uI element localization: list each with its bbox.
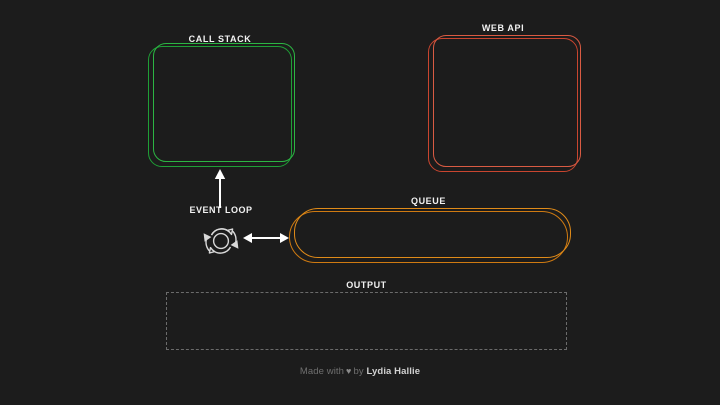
footer-credit: Made with♥by Lydia Hallie [0,367,720,377]
output-title: OUTPUT [346,280,387,290]
web-api-title: WEB API [481,23,525,33]
call-stack-panel [148,43,295,167]
footer-connector: by [353,366,364,377]
queue-title: QUEUE [410,196,446,206]
circular-arrows-icon [203,228,239,254]
call-stack-title: CALL STACK [188,34,252,44]
heart-icon: ♥ [346,366,352,376]
web-api-panel [428,35,581,172]
arrow-left-right-icon [243,233,289,243]
queue-panel [289,208,571,263]
arrow-up-icon [214,169,226,208]
footer-author[interactable]: Lydia Hallie [366,366,421,377]
event-loop-label: EVENT LOOP [189,205,253,215]
web-api-inner-border [433,35,581,167]
queue-inner-border [294,208,571,258]
output-panel [166,292,567,350]
call-stack-inner-border [153,43,295,162]
footer-prefix: Made with [299,366,345,377]
